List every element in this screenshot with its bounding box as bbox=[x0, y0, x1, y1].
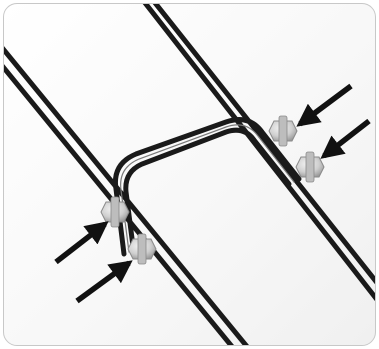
arrow-left-lower bbox=[75, 260, 133, 304]
u-bracket-highlight bbox=[120, 124, 295, 253]
arrow-right-lower bbox=[320, 118, 371, 159]
u-bracket-outer bbox=[112, 117, 302, 257]
rack-clip-illustration bbox=[4, 4, 375, 345]
clip-left-lower bbox=[127, 233, 157, 265]
clip-right-upper bbox=[268, 115, 298, 147]
left-rod-outer bbox=[4, 46, 249, 345]
arrows bbox=[54, 83, 371, 304]
clips bbox=[100, 115, 325, 265]
u-bracket-inner bbox=[123, 127, 292, 257]
arrow-right-upper bbox=[296, 83, 353, 127]
clip-right-lower bbox=[295, 151, 325, 183]
right-rod-outer bbox=[152, 4, 375, 285]
u-bracket bbox=[112, 117, 302, 257]
arrow-left-upper bbox=[54, 221, 109, 265]
illustration-frame bbox=[3, 3, 376, 346]
clip-left-upper bbox=[100, 196, 130, 228]
